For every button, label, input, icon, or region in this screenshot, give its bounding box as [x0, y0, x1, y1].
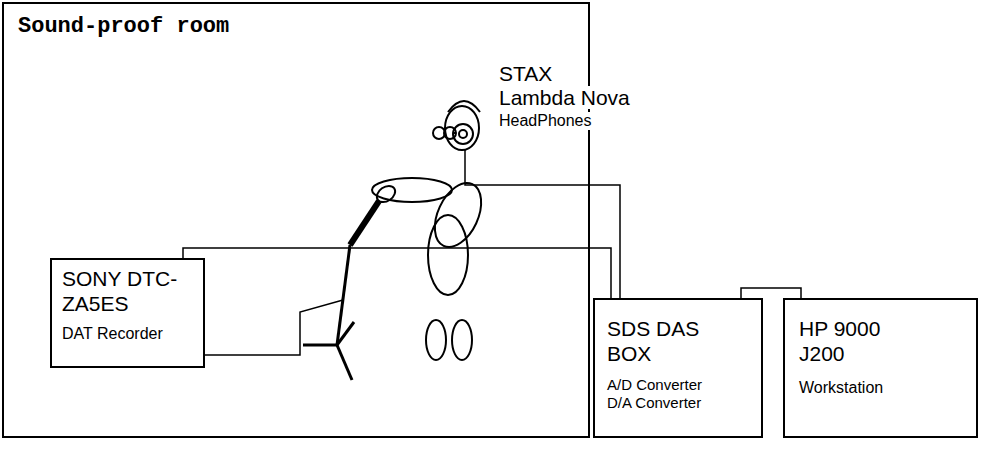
- converter-box: SDS DAS BOX A/D Converter D/A Converter: [593, 298, 763, 438]
- earcup-inner: [459, 130, 467, 138]
- box-subtitle: Workstation: [799, 378, 962, 397]
- mic-cable: [205, 300, 343, 355]
- earcup: [453, 124, 473, 144]
- upper-torso: [426, 176, 491, 255]
- box-title: Sound-proof room: [18, 14, 574, 40]
- cable: [741, 288, 801, 298]
- part-name: STAX: [498, 62, 553, 85]
- box-title: SONY DTC-ZA5ES: [62, 266, 187, 316]
- arm: [372, 178, 452, 202]
- cable: [183, 248, 611, 298]
- box-subtitle: A/D Converter D/A Converter: [607, 376, 722, 412]
- part-name: HeadPhones: [498, 112, 593, 130]
- headphone-cable: [465, 150, 620, 298]
- leg: [426, 320, 446, 360]
- box-title: SDS DAS BOX: [607, 316, 712, 366]
- box-title: HP 9000 J200: [799, 316, 909, 366]
- mic-stand-leg: [303, 344, 337, 347]
- mic-stand-leg: [337, 345, 352, 380]
- headband: [448, 101, 480, 112]
- mic-stand-leg: [337, 322, 354, 345]
- glasses-arm: [453, 132, 456, 134]
- recorder-box: SONY DTC-ZA5ES DAT Recorder: [50, 258, 205, 368]
- head: [445, 106, 479, 150]
- glasses: [444, 127, 456, 139]
- workstation-box: HP 9000 J200Workstation: [783, 298, 978, 438]
- microphone-body: [350, 201, 379, 245]
- box-subtitle: DAT Recorder: [62, 324, 193, 343]
- leg: [452, 320, 472, 360]
- part-name: Lambda Nova: [498, 86, 631, 109]
- lower-torso: [428, 215, 468, 295]
